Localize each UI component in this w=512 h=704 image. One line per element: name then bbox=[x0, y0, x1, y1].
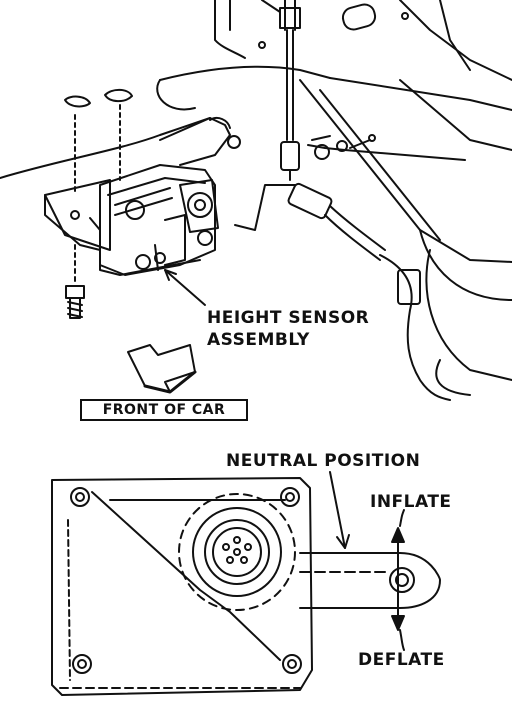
inflate-label: INFLATE bbox=[370, 492, 452, 512]
deflate-label: DEFLATE bbox=[358, 650, 445, 670]
sensor-leader-line bbox=[164, 269, 206, 306]
height-sensor-assembly bbox=[44, 117, 241, 276]
inflate-deflate-arrows bbox=[391, 509, 405, 651]
sensor-detail-housing bbox=[51, 477, 313, 696]
brake-line bbox=[261, 0, 301, 181]
assembly-label: ASSEMBLY bbox=[207, 330, 310, 350]
height-sensor-label: HEIGHT SENSOR bbox=[207, 308, 370, 328]
front-of-car-label: FRONT OF CAR bbox=[80, 399, 248, 421]
actuator-arm bbox=[299, 552, 441, 609]
front-direction-arrow bbox=[127, 344, 197, 394]
mounting-bolts bbox=[64, 88, 133, 319]
sensor-connector bbox=[178, 493, 296, 611]
neutral-position-pointer bbox=[329, 471, 350, 549]
wiring-harness bbox=[234, 134, 466, 401]
neutral-position-label: NEUTRAL POSITION bbox=[226, 451, 421, 471]
vehicle-frame bbox=[0, 0, 512, 396]
